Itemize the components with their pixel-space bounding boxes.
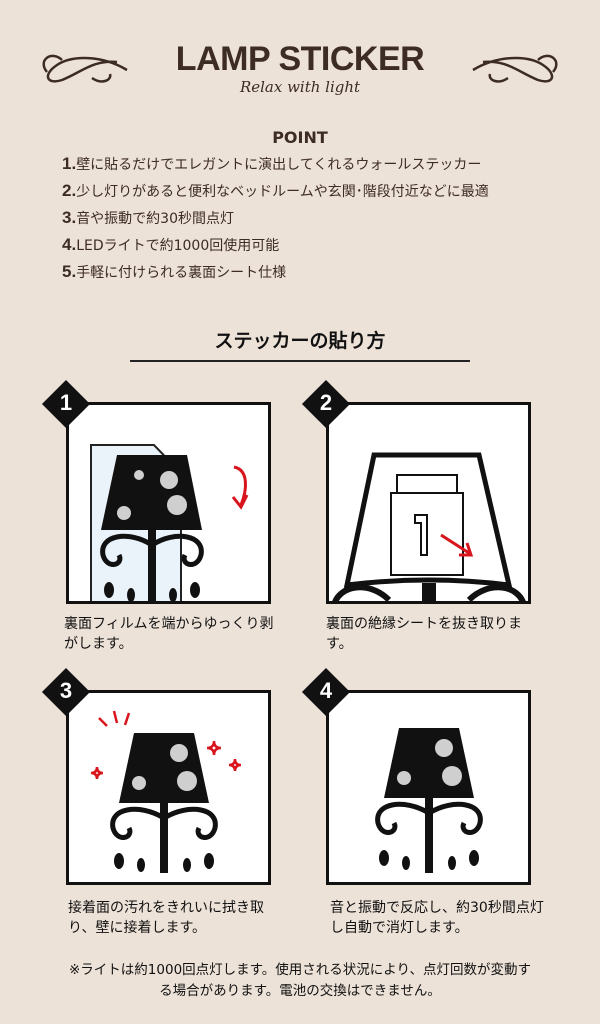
- heading-underline: [130, 360, 470, 362]
- step-3-number: 3: [59, 678, 73, 703]
- point-item: 5.手軽に付けられる裏面シート仕様: [62, 262, 287, 281]
- flourish-right-icon: [472, 54, 558, 83]
- point-item: 2.少し灯りがあると便利なベッドルームや玄関･階段付近などに最適: [62, 181, 489, 200]
- step-4-illustration: [326, 690, 531, 885]
- point-heading: POINT: [272, 128, 328, 147]
- step-3-illustration: [66, 690, 271, 885]
- step-1-illustration: [66, 402, 271, 604]
- point-item: 3.音や振動で約30秒間点灯: [62, 208, 235, 227]
- footnote: ※ライトは約1000回点灯します。使用される状況により、点灯回数が変動する場合が…: [68, 962, 531, 999]
- step-1-caption: 裏面フィルムを端からゆっくり剥がします。: [64, 616, 274, 652]
- step-3-caption: 接着面の汚れをきれいに拭き取り、壁に接着します。: [68, 900, 264, 936]
- step-1-number: 1: [59, 390, 73, 415]
- flourish-left-icon: [42, 54, 128, 83]
- howto-heading: ステッカーの貼り方: [214, 330, 386, 352]
- point-item: 1.壁に貼るだけでエレガントに演出してくれるウォールステッカー: [62, 154, 482, 173]
- step-2-number: 2: [319, 390, 333, 415]
- step-4-number: 4: [319, 678, 333, 703]
- subtitle: Relax with light: [239, 78, 361, 96]
- step-4-caption: 音と振動で反応し、約30秒間点灯し自動で消灯します。: [330, 900, 544, 936]
- step-2-caption: 裏面の絶縁シートを抜き取ります。: [326, 616, 522, 652]
- point-item: 4.LEDライトで約1000回使用可能: [62, 235, 280, 254]
- page-title: LAMP STICKER: [175, 40, 425, 78]
- step-2-illustration: [326, 402, 531, 604]
